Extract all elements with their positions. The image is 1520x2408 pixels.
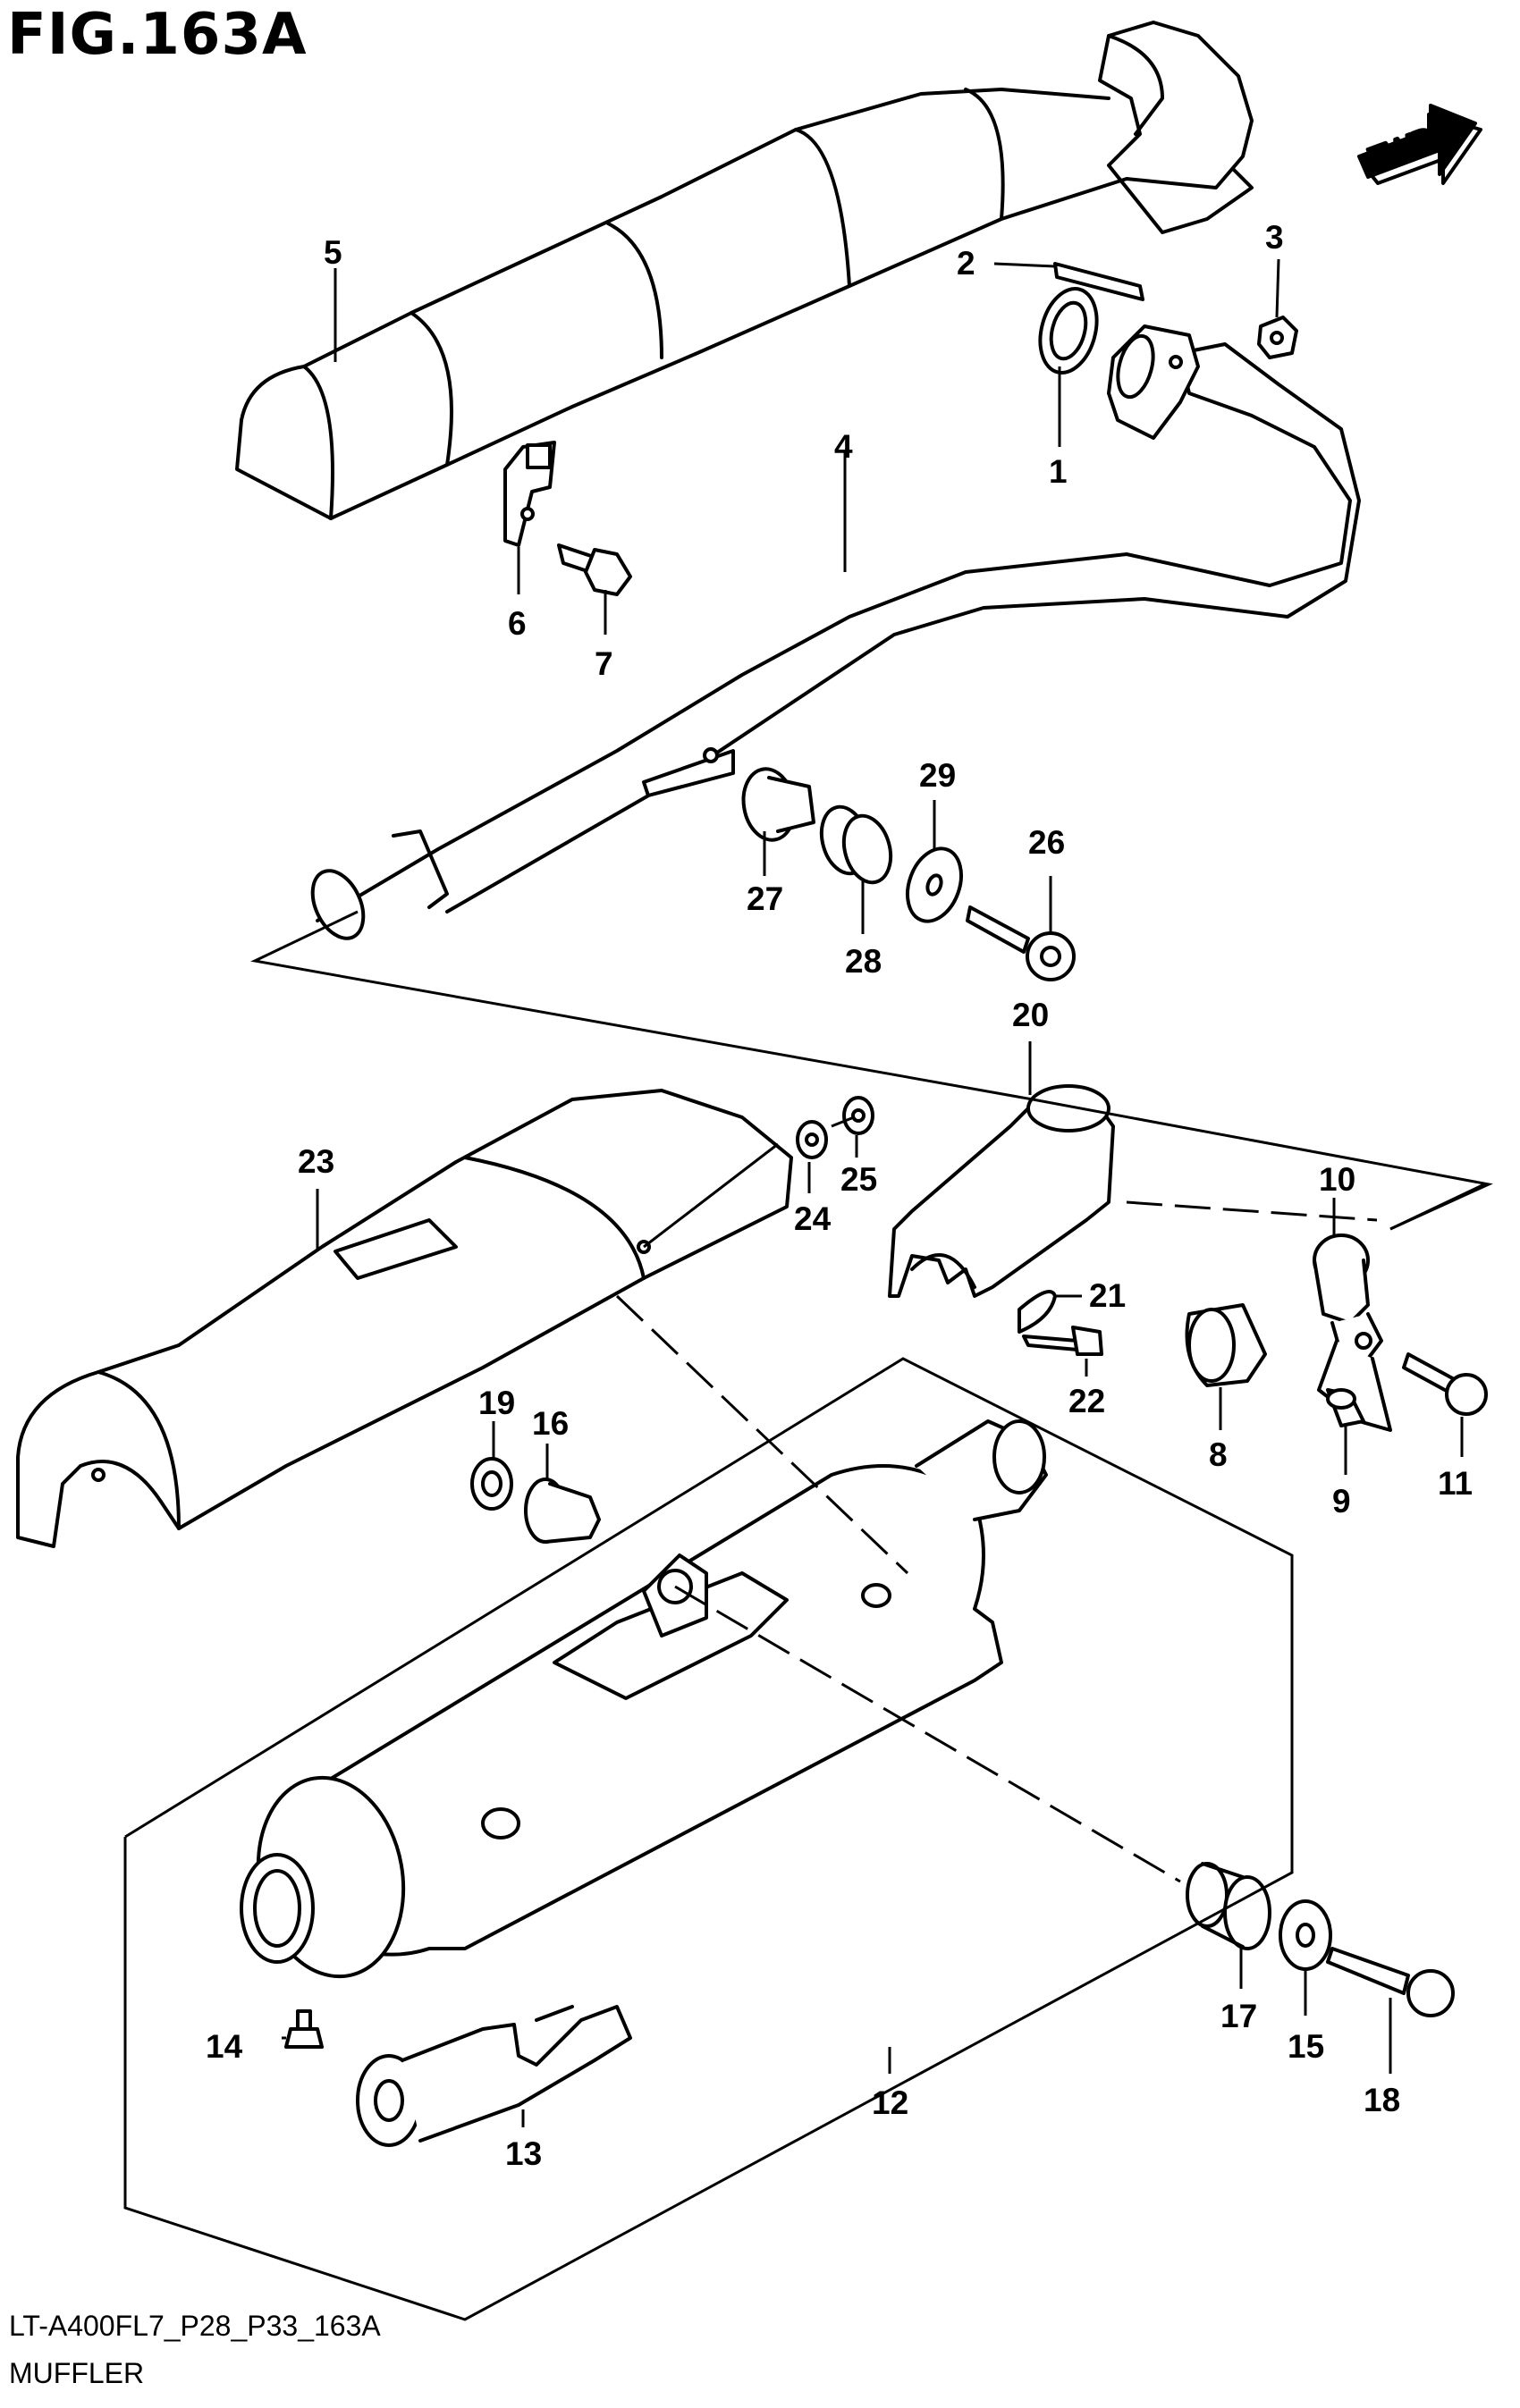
grommet-part-27 — [741, 767, 815, 842]
callout-12: 12 — [872, 2084, 908, 2121]
bolt-part-7 — [557, 543, 632, 596]
nut-part-19 — [470, 1457, 513, 1511]
bolt-part-14 — [284, 2009, 324, 2049]
gasket-part-1 — [1038, 286, 1099, 375]
heat-shield-upper — [235, 21, 1254, 520]
fwd-arrow-icon: FWD — [1357, 104, 1482, 185]
gasket-part-8 — [1185, 1303, 1267, 1387]
callout-25: 25 — [840, 1161, 877, 1198]
drawing-code: LT-A400FL7_P28_P33_163A — [9, 2310, 381, 2342]
bolt-part-26 — [966, 905, 1076, 981]
diagram-caption: MUFFLER — [9, 2357, 145, 2389]
grommet-part-17 — [1186, 1862, 1271, 1950]
nut-part-24 — [796, 1120, 828, 1159]
spacer-part-28 — [819, 804, 893, 885]
callout-labels: 5 2 3 1 4 6 7 29 26 27 28 20 23 25 24 10… — [206, 219, 1473, 2172]
spark-arrester-part-13 — [356, 2005, 632, 2147]
washer-part-15 — [1279, 1899, 1332, 1971]
bolt-part-11 — [1402, 1352, 1488, 1416]
callout-11: 11 — [1438, 1465, 1473, 1502]
callout-10: 10 — [1319, 1161, 1355, 1198]
callout-8: 8 — [1209, 1436, 1228, 1473]
collar-part-9 — [1326, 1388, 1365, 1427]
bolt-part-18 — [1326, 1947, 1455, 2017]
callout-27: 27 — [747, 880, 783, 917]
washer-part-29 — [906, 846, 963, 923]
heat-shield-lower — [16, 1089, 793, 1548]
grommet-part-16 — [524, 1478, 601, 1544]
washer-part-25 — [842, 1096, 874, 1135]
callout-3: 3 — [1265, 219, 1284, 256]
callout-19: 19 — [478, 1385, 515, 1421]
callout-28: 28 — [845, 943, 882, 980]
callout-14: 14 — [206, 2028, 243, 2065]
callout-13: 13 — [505, 2135, 542, 2172]
callout-9: 9 — [1332, 1483, 1351, 1520]
muffler — [240, 1419, 1048, 1979]
callout-23: 23 — [298, 1143, 334, 1180]
callout-15: 15 — [1288, 2028, 1324, 2065]
bracket-part-6 — [503, 441, 556, 547]
callout-24: 24 — [794, 1200, 832, 1237]
callout-5: 5 — [324, 234, 342, 271]
callout-22: 22 — [1068, 1383, 1105, 1419]
joint-cover-part-20 — [888, 1084, 1115, 1298]
callout-16: 16 — [532, 1405, 569, 1442]
nut-part-3 — [1257, 316, 1298, 359]
exhaust-flange — [1107, 324, 1200, 440]
clamp-part-10 — [1313, 1233, 1392, 1432]
bolt-part-22 — [1022, 1326, 1103, 1356]
callout-7: 7 — [595, 645, 613, 682]
callout-17: 17 — [1220, 1998, 1257, 2034]
callout-21: 21 — [1089, 1277, 1126, 1314]
figure-title: FIG.163A — [7, 2, 308, 68]
callout-20: 20 — [1012, 997, 1049, 1033]
callout-6: 6 — [508, 605, 527, 642]
callout-1: 1 — [1049, 453, 1068, 490]
callout-4: 4 — [834, 428, 853, 465]
spring-clip-part-21 — [1018, 1290, 1057, 1334]
callout-29: 29 — [919, 757, 956, 794]
callout-18: 18 — [1364, 2082, 1400, 2118]
callout-2: 2 — [957, 245, 975, 282]
stud-bolt-part-2 — [1053, 262, 1144, 301]
callout-26: 26 — [1028, 824, 1065, 861]
